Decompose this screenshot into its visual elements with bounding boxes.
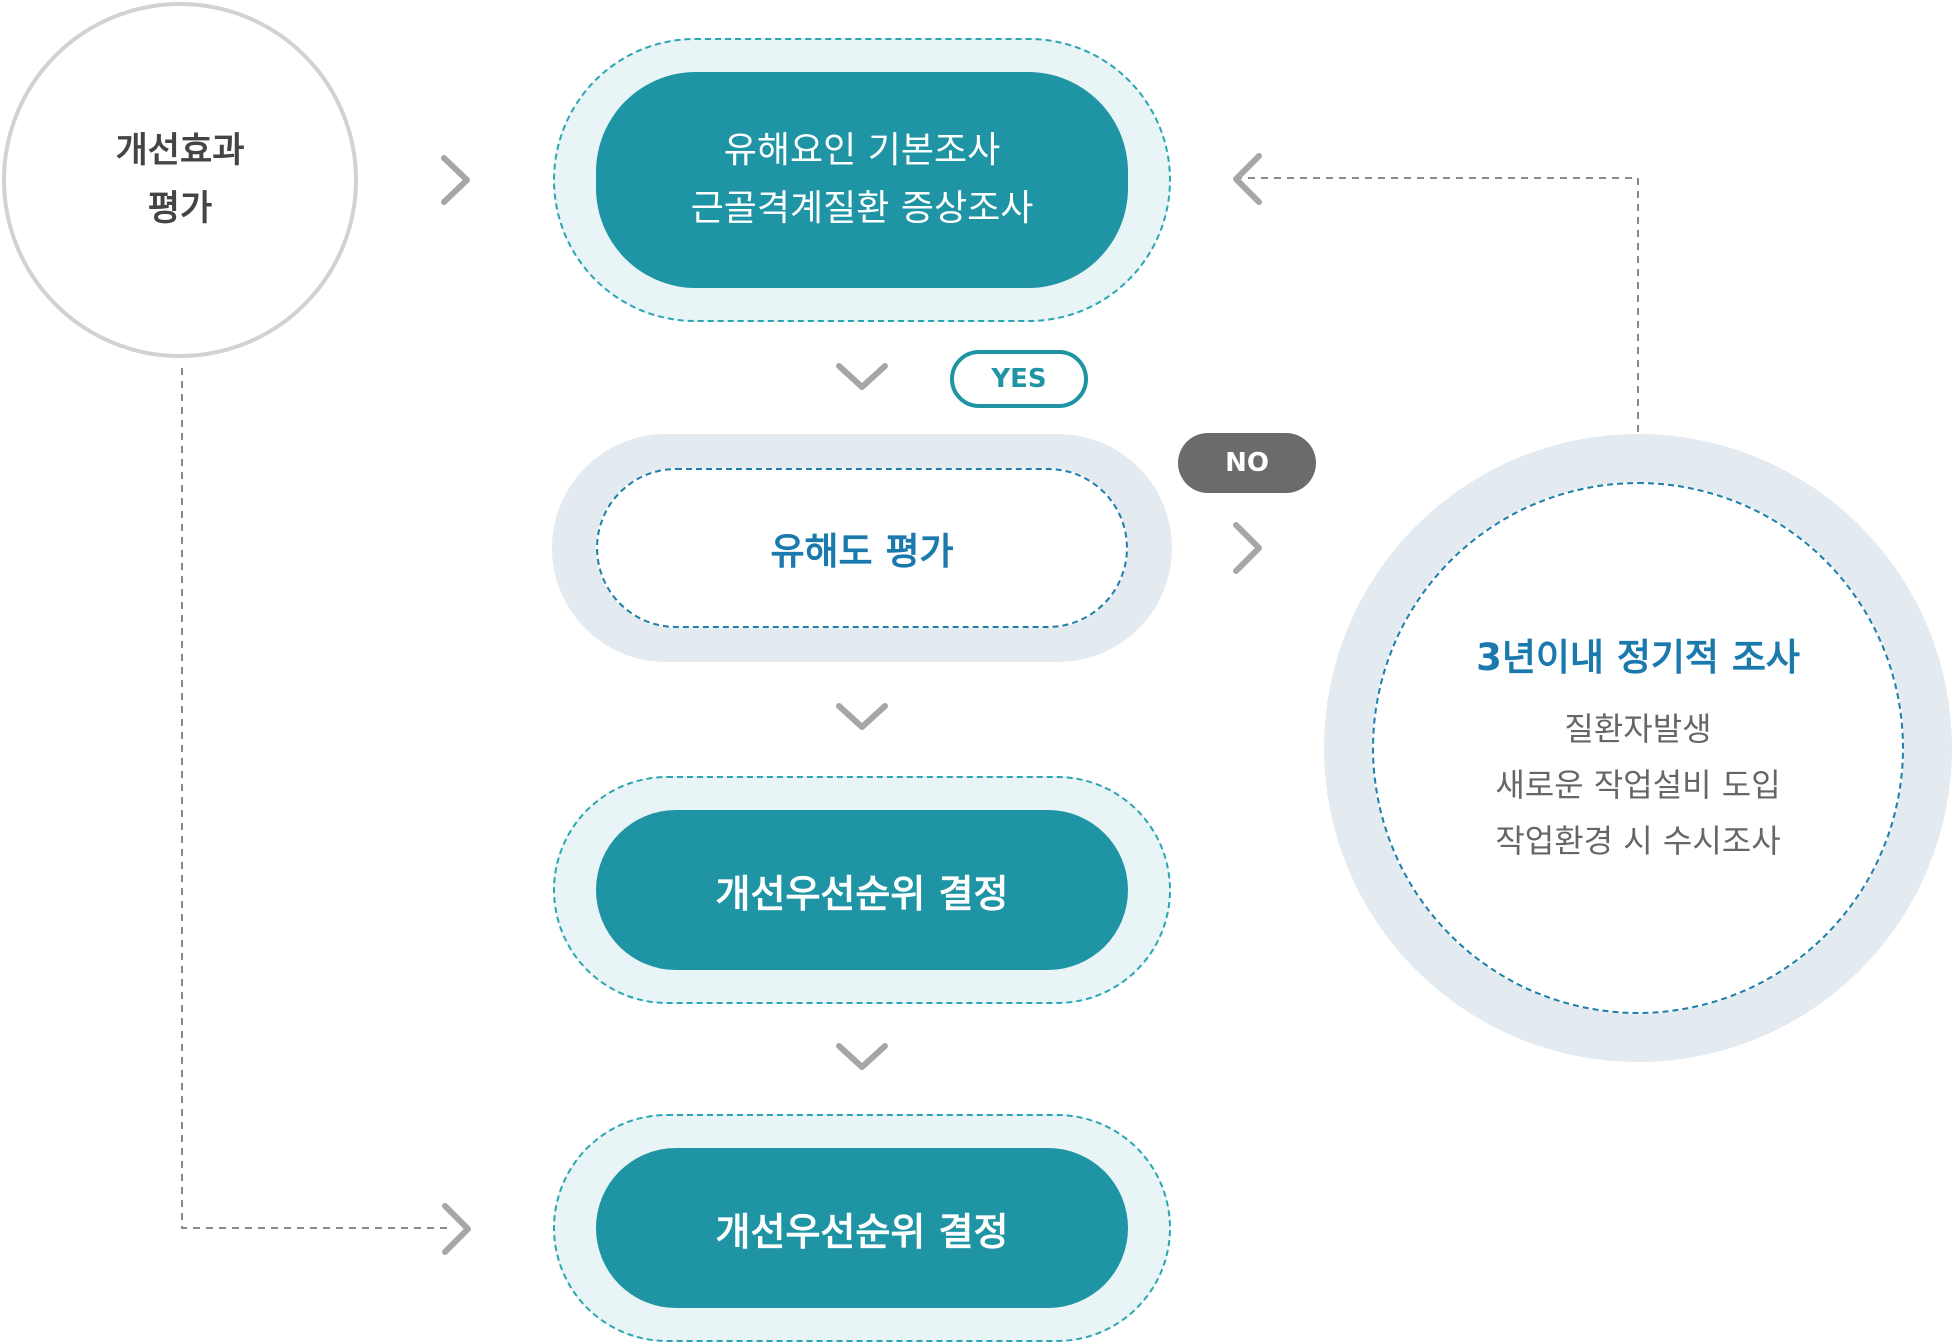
basic-survey-node: 유해요인 기본조사 근골격계질환 증상조사 <box>596 72 1128 288</box>
yes-label: YES <box>991 364 1047 394</box>
feedback-dashed-line <box>181 368 448 1229</box>
no-label: NO <box>1225 448 1269 478</box>
periodic-line: 작업환경 시 수시조사 <box>1495 822 1781 860</box>
chevron-right-icon <box>1233 522 1262 574</box>
evaluation-line2: 평가 <box>147 189 213 229</box>
step1-line1: 유해요인 기본조사 <box>723 130 1001 171</box>
chevron-down-icon <box>836 363 888 390</box>
no-badge: NO <box>1178 433 1316 493</box>
step1-line2: 근골격계질환 증상조사 <box>690 188 1034 229</box>
periodic-survey-node: 3년이내 정기적 조사 질환자발생 새로운 작업설비 도입 작업환경 시 수시조… <box>1372 482 1904 1014</box>
step2-label: 유해도 평가 <box>770 530 954 573</box>
priority-decision-node: 개선우선순위 결정 <box>596 810 1128 970</box>
step4-label: 개선우선순위 결정 <box>715 1209 1009 1254</box>
yes-badge: YES <box>950 350 1088 408</box>
final-priority-decision-node: 개선우선순위 결정 <box>596 1148 1128 1308</box>
periodic-line: 새로운 작업설비 도입 <box>1495 766 1781 804</box>
chevron-down-icon <box>836 1043 888 1070</box>
improvement-evaluation-node: 개선효과 평가 <box>2 2 358 358</box>
step3-label: 개선우선순위 결정 <box>715 871 1009 916</box>
evaluation-line1: 개선효과 <box>115 131 245 171</box>
chevron-left-icon <box>1233 153 1262 205</box>
periodic-dashed-line <box>1240 177 1639 432</box>
periodic-title: 3년이내 정기적 조사 <box>1476 636 1800 679</box>
hazard-evaluation-node: 유해도 평가 <box>596 468 1128 628</box>
periodic-line: 질환자발생 <box>1564 710 1712 748</box>
chevron-down-icon <box>836 703 888 730</box>
chevron-right-icon <box>442 1203 471 1255</box>
chevron-right-icon <box>441 155 470 205</box>
